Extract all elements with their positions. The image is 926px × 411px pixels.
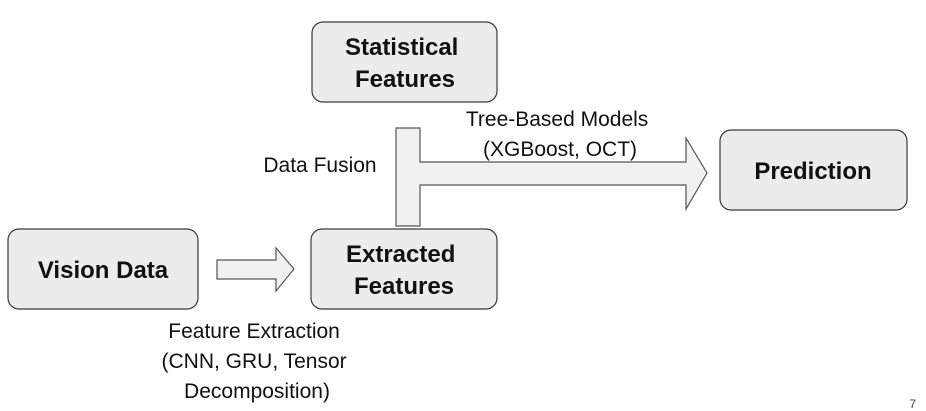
- page-number: 7: [909, 397, 916, 411]
- extraction-arrow: [216, 246, 295, 293]
- tree-models-label: Tree-Based Models (XGBoost, OCT): [466, 108, 654, 161]
- node-prediction: Prediction: [719, 129, 908, 211]
- prediction-label: Prediction: [754, 158, 871, 185]
- feature-extraction-label: Feature Extraction (CNN, GRU, Tensor Dec…: [162, 320, 353, 403]
- tree-models-line-2: (XGBoost, OCT): [483, 138, 637, 161]
- data-fusion-label: Data Fusion: [263, 154, 376, 177]
- svg-text:Statistical Features: Statistical Features: [345, 34, 465, 93]
- extracted-line-2: Features: [354, 273, 454, 300]
- node-vision-data: Vision Data: [7, 228, 199, 310]
- svg-text:Extracted Features: Extracted Features: [346, 241, 462, 300]
- feature-extraction-line-1: Feature Extraction: [168, 320, 340, 343]
- fusion-arrow: [395, 127, 708, 227]
- extracted-line-1: Extracted: [346, 241, 455, 268]
- vision-label: Vision Data: [38, 257, 169, 284]
- tree-models-line-1: Tree-Based Models: [466, 108, 648, 131]
- node-extracted-features: Extracted Features: [310, 228, 498, 310]
- node-statistical-features: Statistical Features: [311, 21, 498, 103]
- statistical-line-2: Features: [355, 66, 455, 93]
- statistical-line-1: Statistical: [345, 34, 458, 61]
- feature-extraction-line-3: Decomposition): [184, 380, 330, 403]
- feature-extraction-line-2: (CNN, GRU, Tensor: [162, 350, 347, 373]
